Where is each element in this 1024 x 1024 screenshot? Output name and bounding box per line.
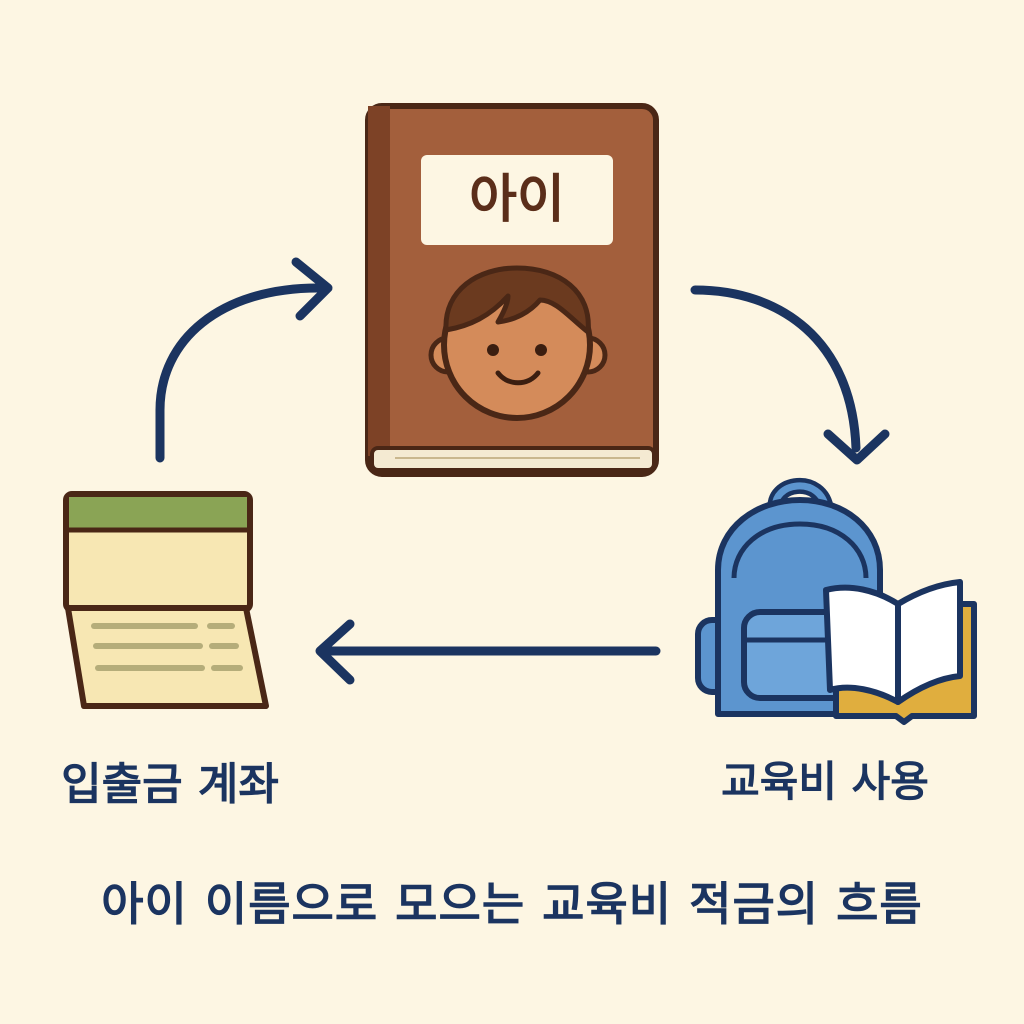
book-title-label: 아이 [421,155,613,245]
arrow-edu-to-deposit [320,624,656,680]
open-book-icon [826,582,974,722]
bankbook-icon [66,494,266,706]
arrow-deposit-to-book [160,262,328,458]
arrow-book-to-edu [695,290,885,460]
deposit-account-label: 입출금 계좌 [40,748,300,812]
education-spending-label: 교육비 사용 [690,748,960,809]
diagram-caption: 아이 이름으로 모으는 교육비 적금의 흐름 [0,868,1024,934]
